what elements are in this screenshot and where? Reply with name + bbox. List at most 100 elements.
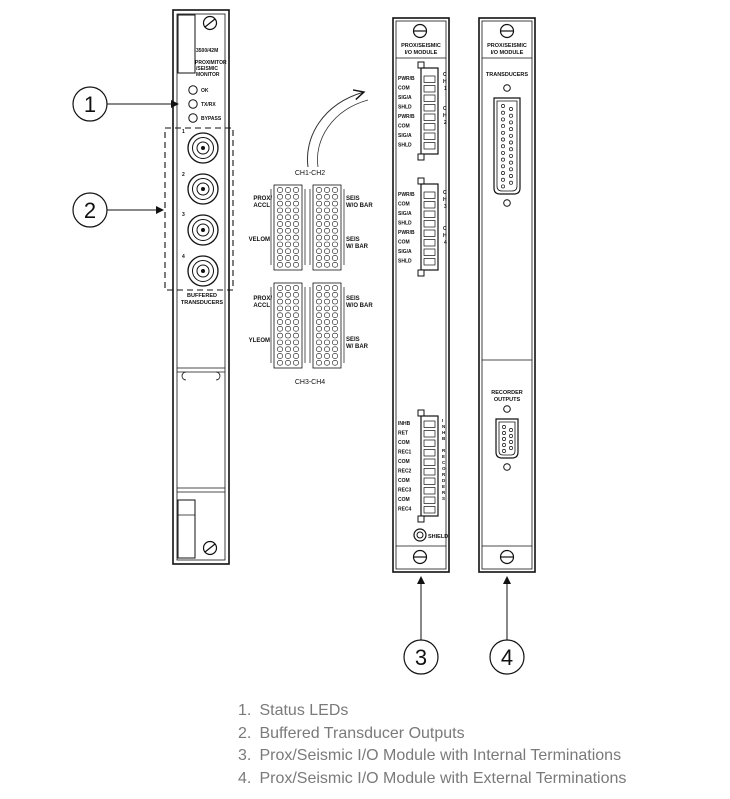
connector-pin [501,157,505,162]
jumper-pin-grid [270,282,306,369]
callout-2: 2 [72,192,164,228]
callout-3-number: 3 [415,645,427,670]
io-module-external: PROX/SEISMIC I/O MODULE TRANSDUCERS RECO… [478,17,536,573]
connector-pin [509,446,513,450]
led-ok-label: OK [201,88,209,94]
monitor-model: 3500/42M [196,48,218,54]
bnc-connector-2-icon: 2 [182,172,219,205]
connector-pin [501,150,505,155]
callout-2-number: 2 [84,198,96,223]
channel-4-label: 4 [182,254,185,260]
io4-title-1: PROX/SEISMIC [487,43,527,49]
tb2-terminal-label: PWR/B [398,192,415,198]
callout-1: 1 [72,86,179,122]
seis-wo-bar-label-4: W/O BAR [346,303,373,309]
led-bypass-label: BYPASS [201,116,222,122]
connector-pin [509,147,513,152]
tb3-terminal-label: INHB [398,421,411,427]
velom-label: VELOM [249,237,270,243]
jumper-settings: CH1-CH2 CH3-CH4 PROX/ ACCL VELOM PROX/ A… [249,92,373,386]
tb3-terminal-label: COM [398,440,410,446]
terminal-screw [423,85,436,93]
module-diagram: 3500/42M PROXIMITOR /SEISMIC MONITOR OK … [72,9,536,675]
channel-3-label: 3 [182,212,185,218]
terminal-screw [423,477,436,485]
connector-pin [501,110,505,115]
connector-pin [501,144,505,149]
connector-pin [501,124,505,129]
connector-pin [501,130,505,135]
tb2-terminal-label: COM [398,202,410,208]
connector-pin [509,133,513,138]
connector-pin [501,184,505,189]
tb2-terminal-label: SHLD [398,259,412,265]
connector-pin [509,153,513,158]
connector-pin [502,425,506,429]
tb3-terminal-label: COM [398,478,410,484]
prox-accl-label-1: PROX/ [253,196,272,202]
seis-wo-bar-label-1: SEIS [346,196,360,202]
legend-text: Prox/Seismic I/O Module with Internal Te… [259,747,622,764]
tb1-terminal-label: SHLD [398,143,412,149]
jumper-bottom-title: CH3-CH4 [295,379,325,386]
prox-accl-label-3: PROX/ [253,296,272,302]
legend-number: 3. [238,747,252,764]
terminal-screw [423,430,436,438]
terminal-screw [423,506,436,514]
terminal-screw [423,75,436,83]
channel-2-label: 2 [182,172,185,178]
channel-1-label: 1 [182,129,185,135]
tb3-terminal-label: COM [398,459,410,465]
seis-w-bar-label-1: SEIS [346,237,360,243]
tb1-terminal-label: SHLD [398,105,412,111]
terminal-screw [423,487,436,495]
tb2-terminal-label: COM [398,240,410,246]
monitor-module: 3500/42M PROXIMITOR /SEISMIC MONITOR OK … [172,9,230,565]
buffered-outputs-highlight [164,127,234,291]
connector-pin [509,107,513,111]
terminal-screw [423,239,436,247]
terminal-screw [423,468,436,476]
ylom-label: YLEOM [249,338,270,344]
connector-pin [501,171,505,175]
legend-text: Prox/Seismic I/O Module with External Te… [259,769,627,787]
connector-pin [509,140,513,145]
tb1-terminal-label: SIG/A [398,133,412,139]
terminal-screw [423,123,436,131]
connector-pin [509,428,513,432]
terminal-screw [423,229,436,237]
tb3-terminal-label: RET [398,431,408,437]
tb2-terminal-label: PWR/B [398,230,415,236]
legend-text: Status LEDs [259,702,349,719]
tb1-terminal-label: SIG/A [398,95,412,101]
legend-item: 3. Prox/Seismic I/O Module with Internal… [238,745,626,768]
terminal-screw [423,201,436,209]
monitor-title-2: /SEISMIC [196,66,218,72]
connector-pin [509,440,513,444]
connector-pin [509,174,513,178]
buffered-label-2: TRANSDUCERS [181,300,224,306]
tb3-terminal-label: REC1 [398,450,412,456]
connector-pin [501,164,505,169]
callout-3: 3 [403,576,439,675]
transducers-label: TRANSDUCERS [486,72,529,78]
connector-pin [501,177,505,182]
connector-pin [501,117,505,122]
jumper-pin-grid [309,184,345,271]
terminal-screw [423,94,436,102]
tb1-terminal-label: COM [398,124,410,130]
monitor-title-1: PROXIMITOR [195,60,227,66]
connector-pin [501,104,505,108]
db9-connector-icon [495,405,519,471]
jumper-pin-grid [270,184,306,271]
connector-pin [509,180,513,185]
monitor-title-3: MONITOR [196,72,220,78]
terminal-screw [423,113,436,121]
connector-pin [509,120,513,125]
terminal-screw [423,449,436,457]
